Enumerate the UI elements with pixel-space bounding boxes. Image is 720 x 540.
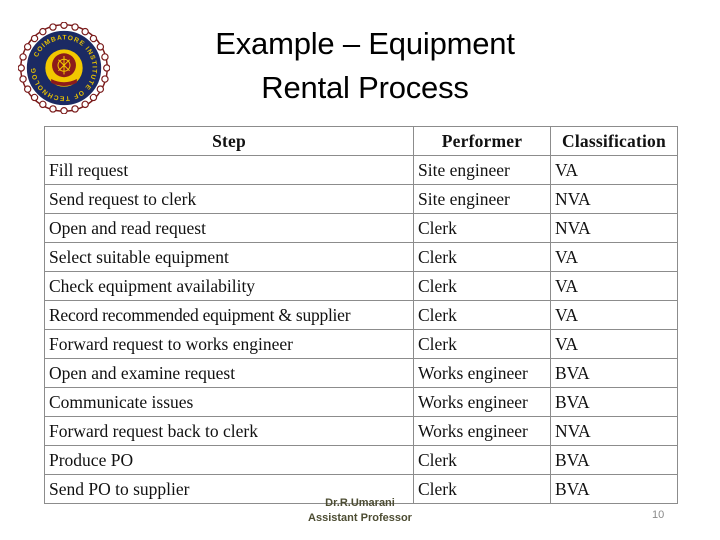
cell-step: Forward request back to clerk bbox=[44, 416, 414, 446]
cell-classification: BVA bbox=[550, 474, 678, 504]
institute-logo: COIMBATORE INSTITUTE OF TECHNOLOGY bbox=[15, 17, 111, 115]
title-line-1: Example – Equipment bbox=[215, 26, 515, 61]
cell-step: Send request to clerk bbox=[44, 184, 414, 214]
cell-classification: VA bbox=[550, 300, 678, 330]
cell-performer: Clerk bbox=[413, 300, 551, 330]
equipment-rental-table-container: Step Performer Classification Fill reque… bbox=[44, 126, 678, 504]
cell-step: Communicate issues bbox=[44, 387, 414, 417]
cell-performer: Clerk bbox=[413, 445, 551, 475]
column-header-classification: Classification bbox=[550, 126, 678, 156]
cell-classification: NVA bbox=[550, 213, 678, 243]
cell-performer: Works engineer bbox=[413, 416, 551, 446]
cell-classification: VA bbox=[550, 271, 678, 301]
column-header-step: Step bbox=[44, 126, 414, 156]
cell-classification: VA bbox=[550, 155, 678, 185]
cell-performer: Site engineer bbox=[413, 155, 551, 185]
cell-performer: Clerk bbox=[413, 213, 551, 243]
cell-classification: NVA bbox=[550, 416, 678, 446]
cell-step: Record recommended equipment & supplier bbox=[44, 300, 414, 330]
cell-performer: Works engineer bbox=[413, 358, 551, 388]
cell-classification: VA bbox=[550, 242, 678, 272]
cell-classification: NVA bbox=[550, 184, 678, 214]
cell-performer: Site engineer bbox=[413, 184, 551, 214]
cell-step: Select suitable equipment bbox=[44, 242, 414, 272]
cell-step: Open and examine request bbox=[44, 358, 414, 388]
cell-performer: Clerk bbox=[413, 474, 551, 504]
slide-title: Example – Equipment Rental Process bbox=[150, 22, 580, 110]
cell-performer: Works engineer bbox=[413, 387, 551, 417]
cell-classification: VA bbox=[550, 329, 678, 359]
cell-step: Fill request bbox=[44, 155, 414, 185]
cell-step: Forward request to works engineer bbox=[44, 329, 414, 359]
presenter-designation: Assistant Professor bbox=[308, 511, 412, 524]
cell-classification: BVA bbox=[550, 445, 678, 475]
cell-classification: BVA bbox=[550, 387, 678, 417]
cell-step: Open and read request bbox=[44, 213, 414, 243]
presenter-name: Dr.R.Umarani bbox=[325, 497, 395, 509]
equipment-rental-table: Step Performer Classification Fill reque… bbox=[44, 126, 678, 504]
page-number: 10 bbox=[652, 509, 665, 521]
cell-performer: Clerk bbox=[413, 329, 551, 359]
presenter-credit: Dr.R.Umarani Assistant Professor bbox=[0, 496, 720, 526]
title-line-2: Rental Process bbox=[261, 70, 469, 106]
cell-performer: Clerk bbox=[413, 271, 551, 301]
table-header-row: Step Performer Classification bbox=[44, 126, 678, 156]
column-header-performer: Performer bbox=[413, 126, 551, 156]
cell-performer: Clerk bbox=[413, 242, 551, 272]
cell-classification: BVA bbox=[550, 358, 678, 388]
cell-step: Check equipment availability bbox=[44, 271, 414, 301]
cell-step: Produce PO bbox=[44, 445, 414, 475]
